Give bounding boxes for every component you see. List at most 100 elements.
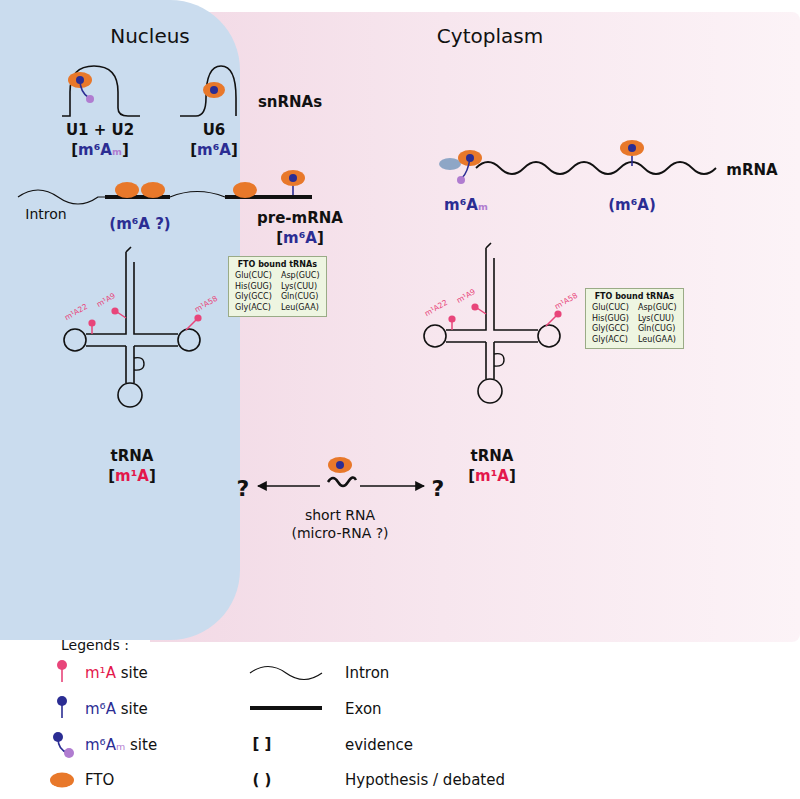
table-cell: Leu(GAA): [638, 335, 677, 345]
table-grid: Glu(CUC)Asp(GUC)His(GUG)Lys(CUU)Gly(GCC)…: [592, 303, 677, 344]
text-run: m⁶A: [116, 215, 150, 233]
site-label: m¹A22: [423, 298, 449, 318]
text-run: Gln(CUG): [281, 292, 318, 301]
trna-table-box: FTO bound tRNAsGlu(CUC)Asp(GUC)His(GUG)L…: [228, 256, 327, 317]
text-run: Gly(ACC): [592, 335, 628, 344]
text-run: ( ): [253, 771, 272, 789]
text-run: FTO: [85, 771, 114, 789]
text-run: m⁶A: [444, 196, 478, 214]
text-run: ?: [237, 476, 250, 501]
trna-table-box: FTO bound tRNAsGlu(CUC)Asp(GUC)His(GUG)L…: [585, 288, 684, 349]
legend-text: m¹A site: [85, 664, 148, 682]
table-cell: Gly(ACC): [235, 303, 272, 313]
text-label: [ ]: [253, 735, 272, 753]
text-run: His(GUG): [592, 314, 629, 323]
text-run: m¹A22: [63, 302, 89, 322]
intron-line: [170, 192, 225, 198]
table-cell: Gly(GCC): [235, 292, 272, 302]
trna-cytoplasm: [424, 243, 562, 403]
text-run: Exon: [345, 700, 382, 718]
text-run: Lys(CUU): [638, 314, 674, 323]
text-label: ?: [432, 476, 445, 501]
m1a-pin: [61, 668, 63, 682]
text-run: ]: [122, 141, 129, 159]
text-run: ₘ: [116, 736, 125, 754]
site-label: m¹A58: [553, 291, 579, 311]
text-label: short RNA (micro-RNA ?): [280, 507, 400, 542]
text-label: tRNA: [471, 447, 514, 465]
text-run: m⁶A: [85, 736, 116, 754]
m-dot: [457, 176, 465, 184]
text-run: ?: [432, 476, 445, 501]
table-grid: Glu(CUC)Asp(GUC)His(GUG)Lys(CUU)Gly(GCC)…: [235, 271, 320, 312]
text-run: U6: [203, 121, 226, 139]
text-run: Legends :: [61, 637, 129, 653]
text-run: m⁶A: [615, 196, 649, 214]
table-cell: Leu(GAA): [281, 303, 320, 313]
text-run: Asp(GUC): [281, 271, 320, 280]
text-run: ₘ: [112, 141, 122, 159]
table-cell: Asp(GUC): [281, 271, 320, 281]
text-run: ]: [149, 467, 156, 485]
table-cell: Lys(CUU): [281, 282, 320, 292]
text-label: m⁶Aₘ: [444, 196, 488, 214]
text-label: U1 + U2: [66, 121, 134, 139]
text-run: (: [608, 196, 615, 214]
fto-protein: [328, 457, 352, 473]
table-heading: FTO bound tRNAs: [592, 292, 677, 301]
legend-text: Hypothesis / debated: [345, 771, 505, 789]
text-label: [m⁶Aₘ]: [71, 141, 129, 159]
mrna-line: [476, 162, 716, 174]
text-run: m¹A: [475, 467, 509, 485]
text-run: Gln(CUG): [638, 324, 675, 333]
table-cell: His(GUG): [592, 314, 629, 324]
text-run: U1 + U2: [66, 121, 134, 139]
m6a-dot: [628, 144, 636, 152]
text-run: ?): [150, 215, 171, 233]
text-run: ]: [317, 229, 324, 247]
text-label: (m⁶A): [608, 196, 656, 214]
legend-text: m⁶Aₘ site: [85, 736, 157, 754]
text-run: Gly(GCC): [592, 324, 629, 333]
text-label: [m⁶A]: [190, 141, 238, 159]
m6a-dot: [76, 76, 84, 84]
text-run: m¹A: [85, 664, 116, 682]
legend-text: evidence: [345, 736, 413, 754]
text-run: evidence: [345, 736, 413, 754]
text-run: Intron: [345, 664, 389, 682]
text-run: [: [190, 141, 197, 159]
text-label: tRNA: [111, 447, 154, 465]
site-label: m¹A9: [455, 287, 477, 305]
fto-protein: [115, 182, 139, 198]
region-heading: Nucleus: [110, 24, 190, 48]
text-run: site: [116, 700, 148, 718]
cap: [439, 158, 461, 170]
m6a-dot: [210, 86, 218, 94]
text-run: [: [276, 229, 283, 247]
text-run: ): [649, 196, 656, 214]
m6a-dot: [336, 461, 344, 469]
text-run: m¹A: [115, 467, 149, 485]
m6am-pin: [53, 732, 63, 742]
text-run: tRNA: [471, 447, 514, 465]
table-cell: Gly(GCC): [592, 324, 629, 334]
text-label: [m⁶A]: [276, 229, 324, 247]
table-heading: FTO bound tRNAs: [235, 260, 320, 269]
legend-swatch: [50, 773, 74, 788]
table-cell: Glu(CUC): [592, 303, 629, 313]
cytoplasm-region: CytoplasmFTO bound tRNAsGlu(CUC)Asp(GUC)…: [150, 12, 800, 642]
text-run: Hypothesis / debated: [345, 771, 505, 789]
table-cell: Gly(ACC): [592, 335, 629, 345]
text-run: Nucleus: [110, 24, 190, 48]
arrow: [258, 485, 320, 486]
short-rna: [328, 477, 356, 486]
text-label: (m⁶A ?): [109, 215, 170, 233]
fto-protein: [620, 140, 644, 156]
site-label: m¹A9: [95, 291, 117, 309]
m6am-pin: [64, 748, 74, 758]
table-cell: Lys(CUU): [638, 314, 677, 324]
text-label: U6: [203, 121, 226, 139]
text-label: mRNA: [726, 161, 777, 179]
